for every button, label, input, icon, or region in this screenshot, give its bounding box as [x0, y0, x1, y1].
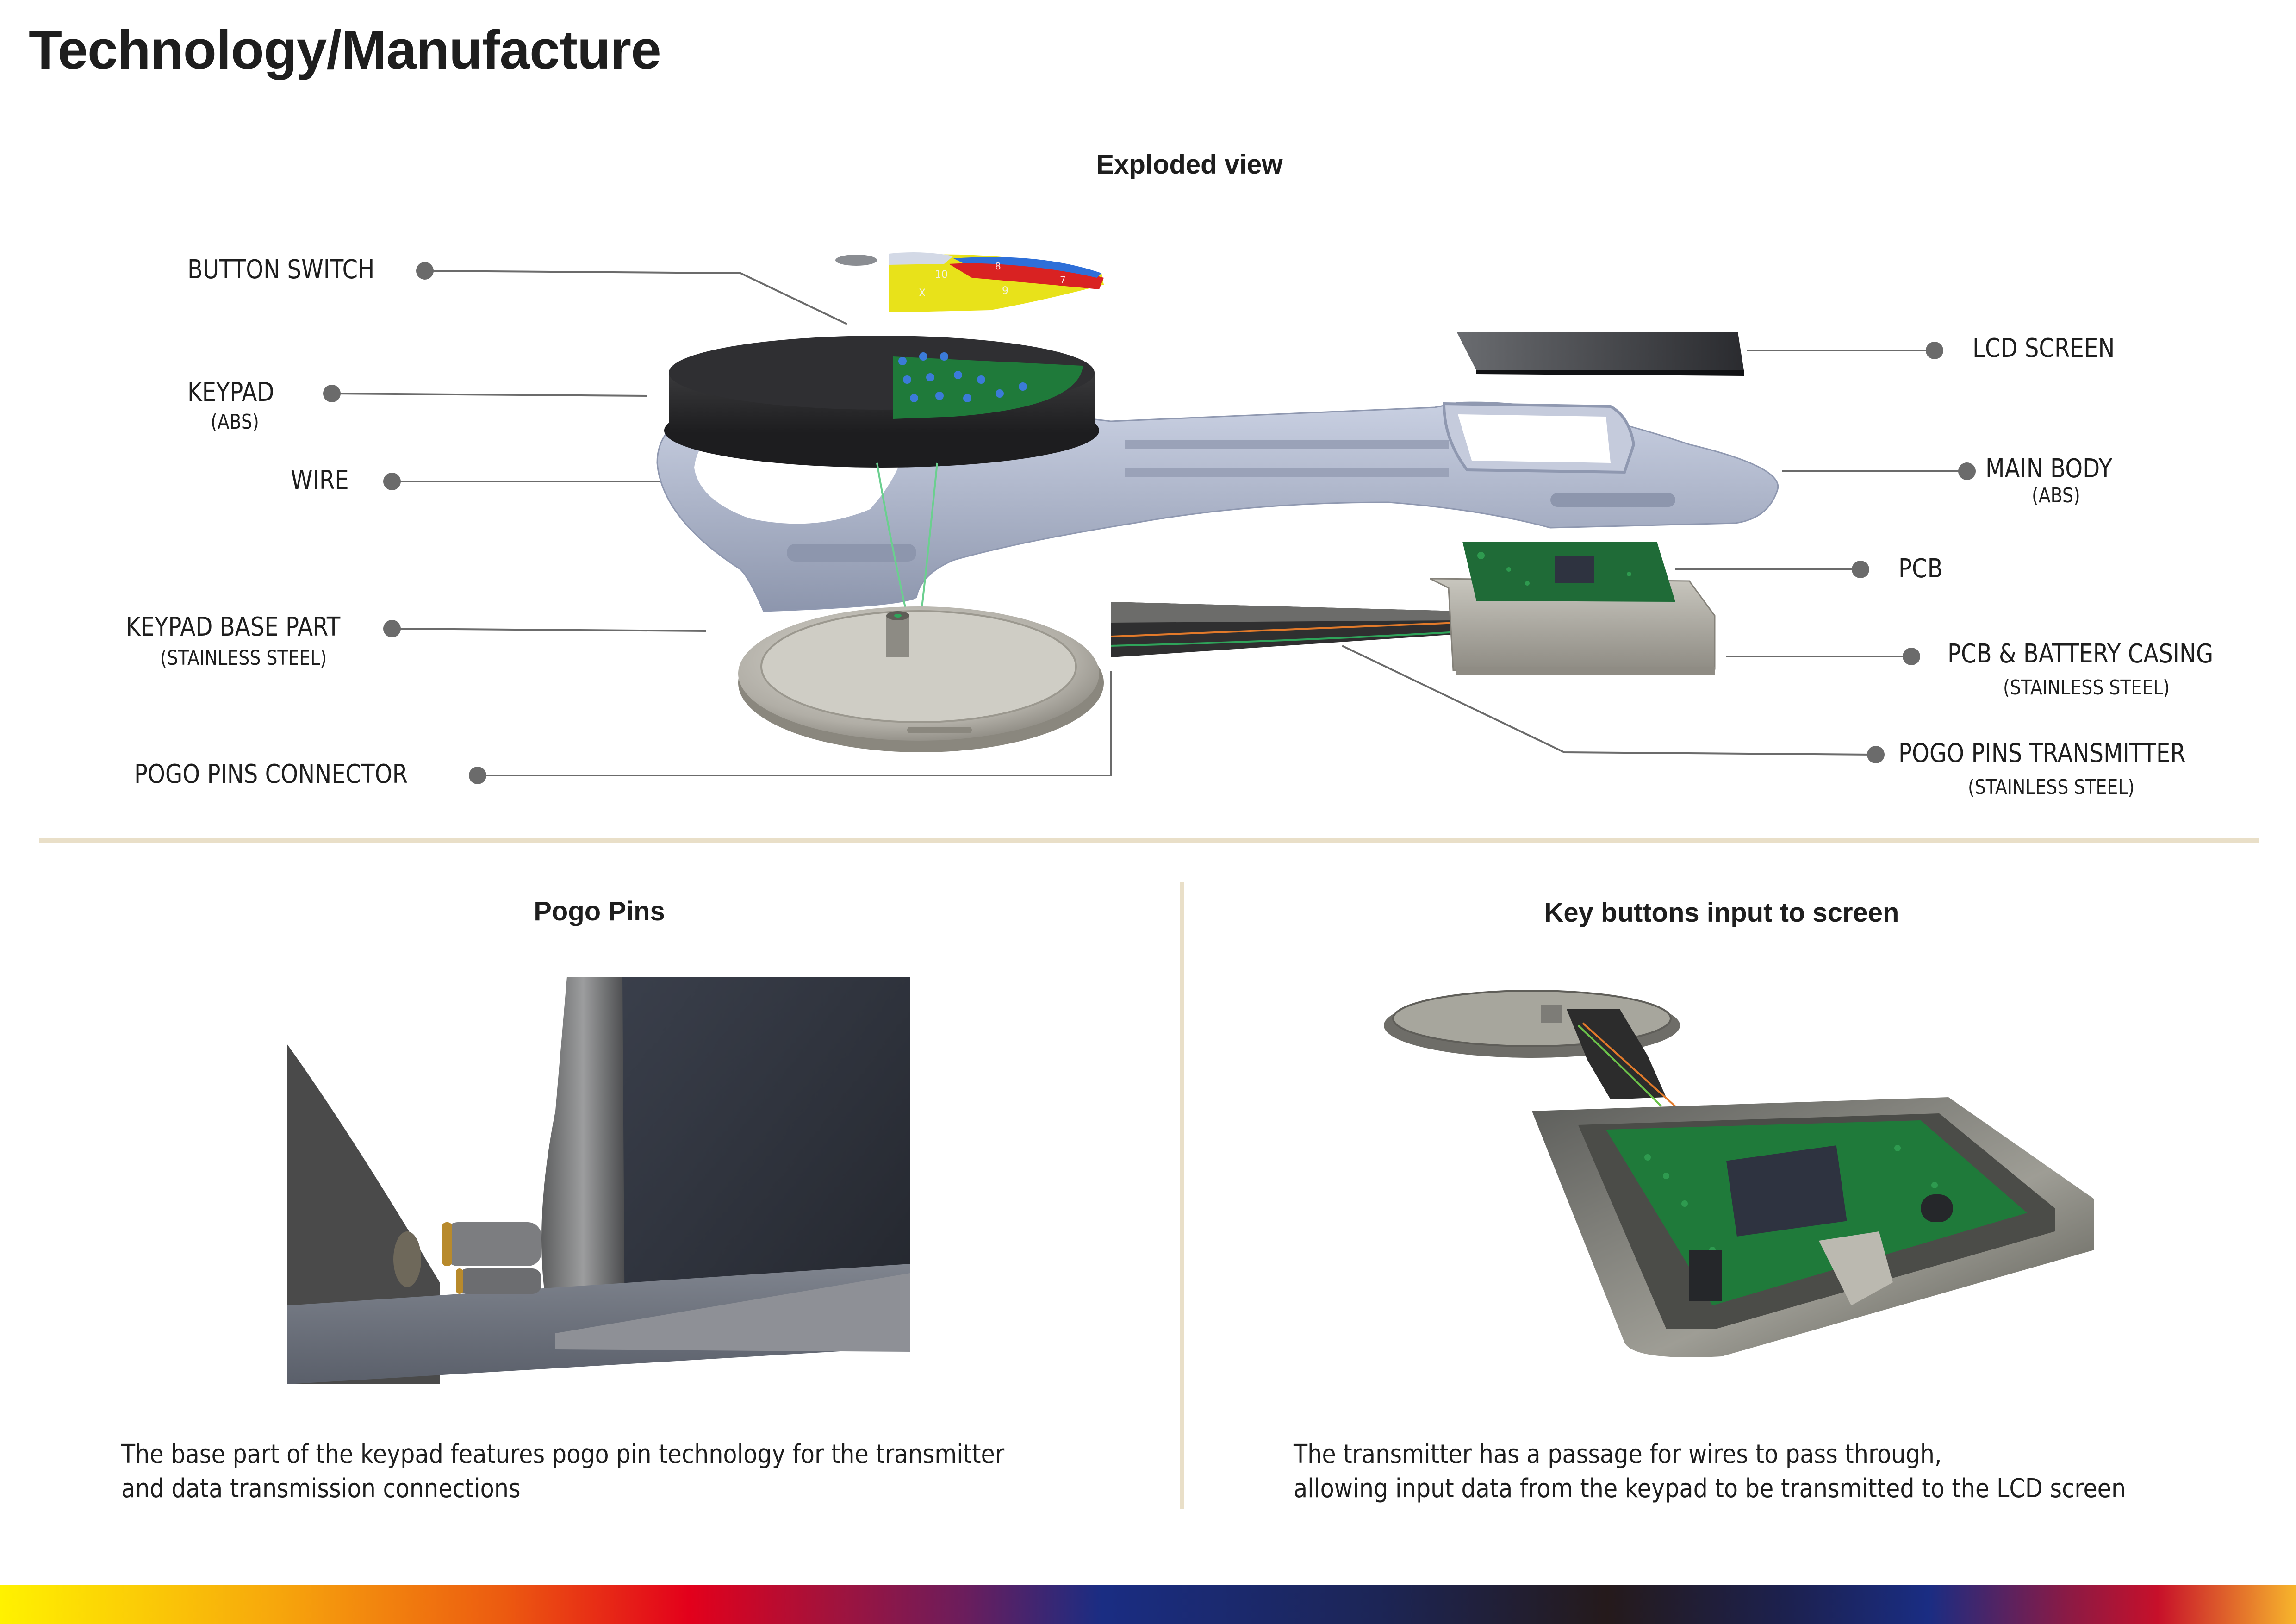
horizontal-divider — [39, 838, 2259, 843]
callout-dot — [1852, 561, 1869, 578]
callout-pogo-pins-transmitter: POGO PINS TRANSMITTER — [1898, 738, 2186, 768]
decorative-gradient-bar — [0, 1585, 2296, 1624]
callout-pogo-pins-transmitter-material: (STAINLESS STEEL) — [1968, 775, 2135, 799]
key-x-label: X — [919, 287, 926, 299]
key-buttons-title: Key buttons input to screen — [1544, 898, 1899, 928]
callout-dot — [383, 620, 401, 637]
callout-keypad-base-material: (STAINLESS STEEL) — [160, 646, 327, 670]
callout-dot — [416, 262, 434, 280]
key-10-label: 10 — [935, 269, 948, 281]
callout-dot — [1926, 342, 1943, 359]
callout-button-switch: BUTTON SWITCH — [187, 255, 375, 285]
leader-line-pogo-transmitter — [1342, 645, 1875, 756]
pogo-pins-transmitter-part — [1110, 602, 1458, 657]
key-9-label: 9 — [1002, 285, 1008, 297]
key-8-label: 8 — [995, 261, 1001, 272]
vertical-divider — [1180, 882, 1184, 1509]
key-buttons-description-line-1: The transmitter has a passage for wires … — [1294, 1439, 1942, 1469]
exploded-view-title: Exploded view — [1096, 150, 1283, 180]
leader-line-keypad — [330, 393, 647, 397]
pcb-part — [1462, 542, 1675, 602]
key-7-label: 7 — [1060, 275, 1066, 286]
callout-pcb-battery-casing-material: (STAINLESS STEEL) — [2003, 676, 2170, 700]
pogo-pins-title: Pogo Pins — [534, 896, 665, 926]
pogo-pin-render — [287, 977, 910, 1384]
key-buttons-description-line-2: allowing input data from the keypad to b… — [1294, 1474, 2126, 1504]
keypad-part — [664, 336, 1099, 468]
pogo-pins-description-line-1: The base part of the keypad features pog… — [121, 1439, 1005, 1469]
callout-main-body-material: (ABS) — [2032, 484, 2080, 507]
callout-keypad: KEYPAD — [187, 377, 274, 407]
leader-line-keypad-base — [391, 628, 706, 632]
callout-keypad-base-part: KEYPAD BASE PART — [126, 612, 341, 642]
keypad-base-part — [738, 606, 1104, 752]
lcd-screen-part — [1457, 332, 1744, 376]
callout-main-body: MAIN BODY — [1985, 454, 2113, 484]
callout-dot — [1903, 648, 1920, 665]
callout-wire: WIRE — [291, 465, 349, 495]
callout-lcd-screen: LCD SCREEN — [1972, 333, 2115, 363]
callout-dot — [323, 385, 341, 402]
wire-part — [876, 462, 938, 616]
callout-dot — [1958, 462, 1976, 480]
callout-pcb: PCB — [1898, 554, 1943, 584]
callout-pcb-battery-casing: PCB & BATTERY CASING — [1948, 639, 2214, 669]
page-title: Technology/Manufacture — [29, 19, 661, 81]
leader-line-pogo-connector — [477, 671, 1112, 776]
callout-keypad-material: (ABS) — [211, 410, 259, 434]
callout-dot — [469, 767, 486, 784]
transmitter-render — [1384, 990, 2094, 1357]
callout-dot — [383, 473, 401, 490]
pogo-pins-description-line-2: and data transmission connections — [121, 1474, 521, 1504]
callout-dot — [1867, 746, 1885, 763]
callout-pogo-pins-connector: POGO PINS CONNECTOR — [134, 759, 408, 789]
button-switch-part: 10 8 7 X 9 — [835, 252, 1104, 312]
leader-line-button-switch — [425, 270, 847, 325]
